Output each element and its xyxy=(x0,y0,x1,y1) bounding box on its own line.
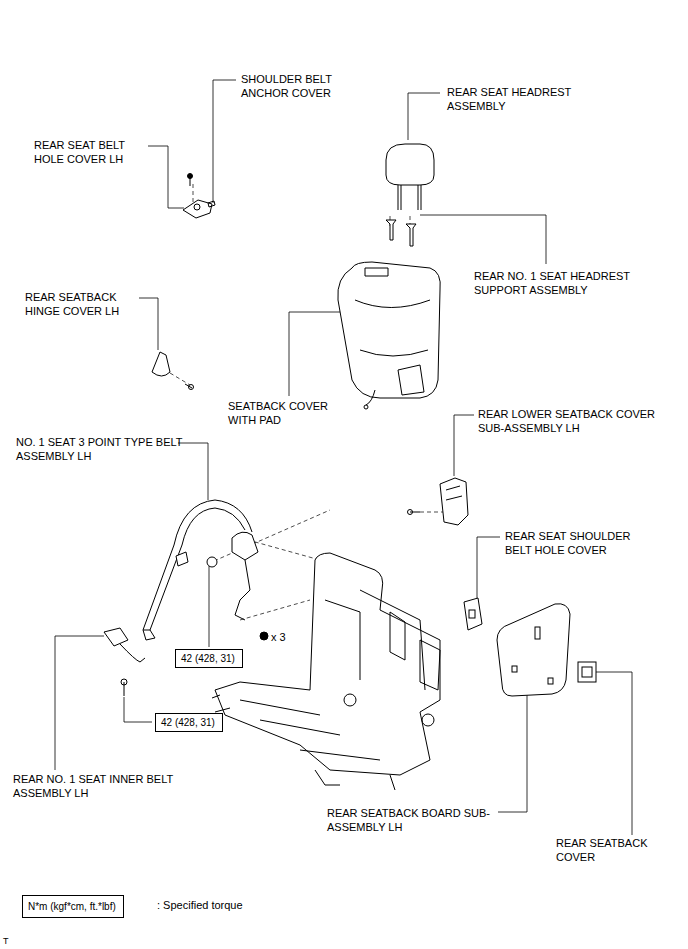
part-label: REAR SEATBACK BOARD SUB-ASSEMBLY LH xyxy=(327,806,507,834)
part-label: REAR SEATBACK COVER xyxy=(556,836,671,864)
part-label: REAR NO. 1 SEAT HEADREST SUPPORT ASSEMBL… xyxy=(474,269,664,297)
part-label: REAR SEAT HEADREST ASSEMBLY xyxy=(447,85,595,113)
lower-seatback-cover xyxy=(408,478,469,525)
legend-torque-box: N*m (kgf*cm, ft.*lbf) xyxy=(22,895,124,918)
seatback-board xyxy=(497,604,570,696)
quantity-label: x 3 xyxy=(271,630,286,644)
dashed-lines xyxy=(170,184,445,620)
part-label: NO. 1 SEAT 3 POINT TYPE BELT ASSEMBLY LH xyxy=(16,435,184,463)
torque-box: 42 (428, 31) xyxy=(175,649,243,668)
inner-belt xyxy=(104,628,145,696)
seat-belt xyxy=(143,500,268,640)
torque-box: 42 (428, 31) xyxy=(155,713,223,732)
shoulder-belt-hole-cover xyxy=(464,598,482,630)
seatback-cover-small xyxy=(578,662,596,682)
torque-value: N*m (kgf*cm, ft.*lbf) xyxy=(28,901,116,912)
part-label: REAR SEAT BELT HOLE COVER LH xyxy=(34,138,146,166)
part-label: SEATBACK COVER WITH PAD xyxy=(228,399,348,427)
page-marker: T xyxy=(3,934,9,948)
belt-hole-cover xyxy=(183,174,215,219)
part-label: REAR SEAT SHOULDER BELT HOLE COVER xyxy=(505,529,655,557)
part-label: REAR LOWER SEATBACK COVER SUB-ASSEMBLY L… xyxy=(478,407,683,435)
headrest xyxy=(386,144,434,246)
part-label: SHOULDER BELT ANCHOR COVER xyxy=(241,72,353,100)
torque-value: 42 (428, 31) xyxy=(161,717,215,728)
seatback-cover xyxy=(338,262,441,409)
part-label: REAR NO. 1 SEAT INNER BELT ASSEMBLY LH xyxy=(13,772,175,800)
hinge-cover xyxy=(152,352,194,390)
part-label: REAR SEATBACK HINGE COVER LH xyxy=(25,290,137,318)
seat-frame xyxy=(212,553,440,790)
torque-value: 42 (428, 31) xyxy=(181,653,235,664)
leader-lines xyxy=(55,80,632,835)
legend-text: : Specified torque xyxy=(157,898,243,912)
